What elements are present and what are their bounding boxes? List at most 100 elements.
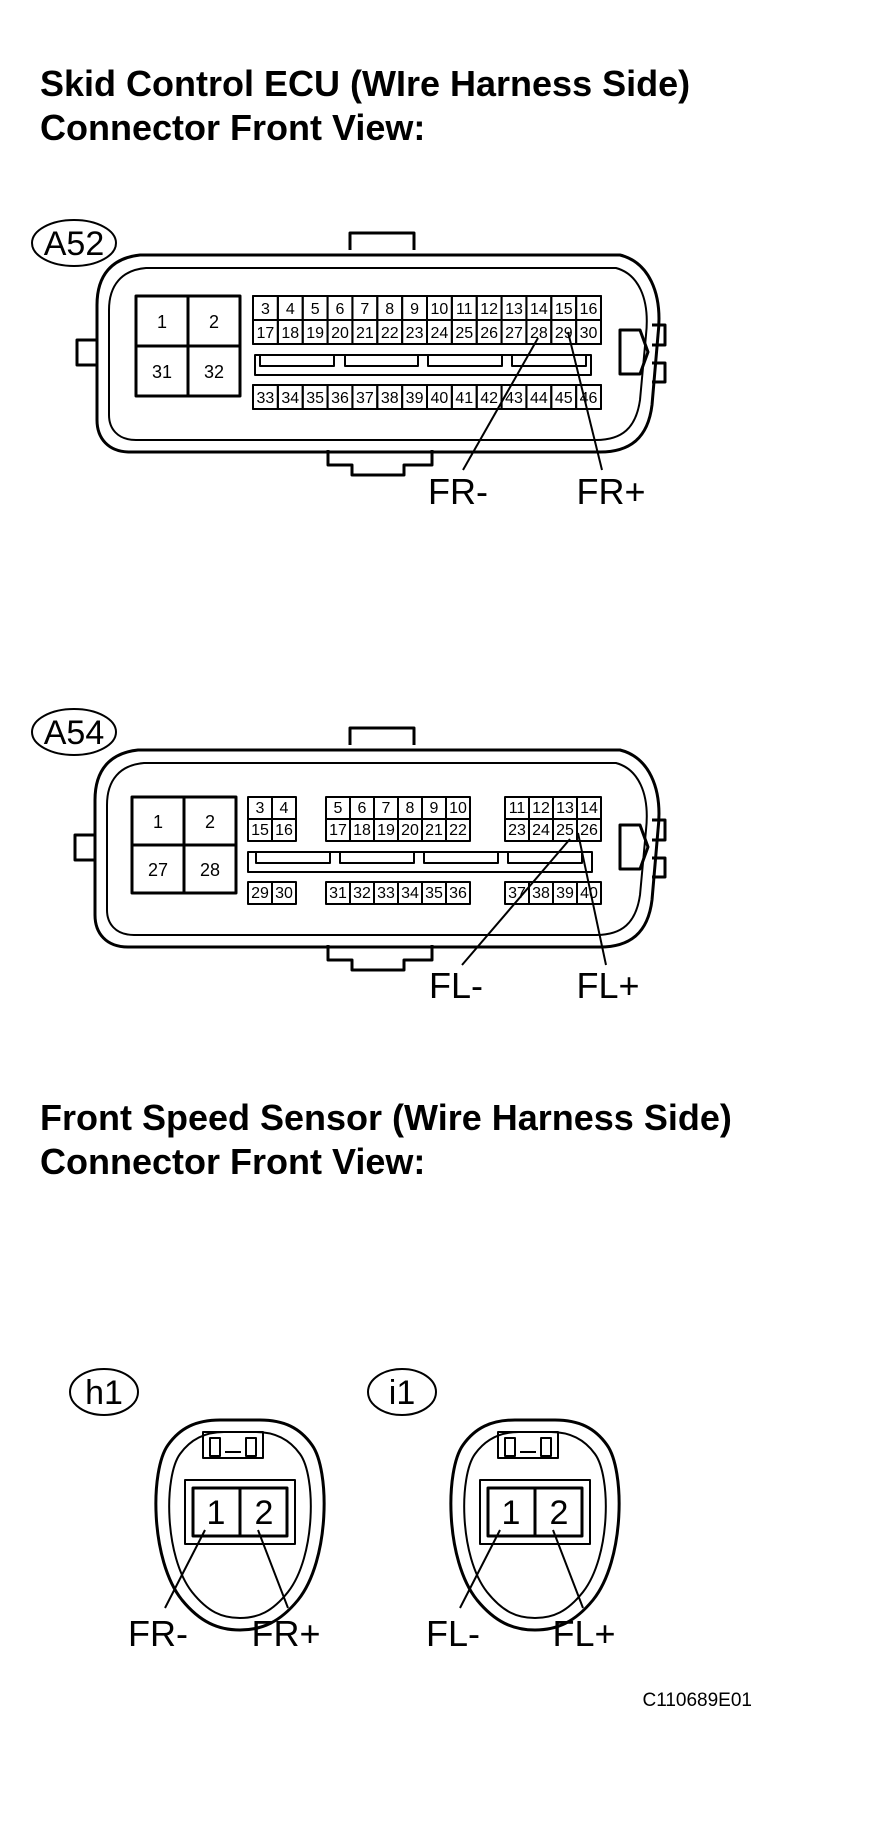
connector-i1 — [449, 1418, 621, 1632]
a52-pin-12: 12 — [480, 301, 498, 318]
a52-pin-33: 33 — [257, 390, 275, 407]
a52-pin-31: 31 — [152, 362, 172, 382]
a52-pin-14: 14 — [530, 301, 548, 318]
a54-pin-31: 31 — [329, 885, 347, 902]
a54-pin-13: 13 — [556, 800, 574, 817]
a52-pin-16: 16 — [580, 301, 598, 318]
ecu-heading-line1: Skid Control ECU (WIre Harness Side) — [40, 63, 691, 104]
a52-pin-39: 39 — [406, 390, 424, 407]
a54-pin-30: 30 — [275, 885, 293, 902]
a54-pin-17: 17 — [329, 822, 347, 839]
a52-pin-46: 46 — [580, 390, 598, 407]
a52-pin-8: 8 — [385, 301, 394, 318]
a54-pin-1: 1 — [153, 812, 163, 832]
a54-pin-18: 18 — [353, 822, 371, 839]
sensor-heading: Front Speed Sensor (Wire Harness Side) C… — [40, 1096, 732, 1184]
a52-pin-3: 3 — [261, 301, 270, 318]
a54-pin-4: 4 — [280, 800, 289, 817]
h1-tag-ellipse — [69, 1368, 139, 1416]
a52-pin-32: 32 — [204, 362, 224, 382]
h1-callout-fr-minus: FR- — [128, 1613, 188, 1654]
a54-pin-7: 7 — [382, 800, 391, 817]
a54-pin-9: 9 — [430, 800, 439, 817]
a54-pin-22: 22 — [449, 822, 467, 839]
ecu-heading: Skid Control ECU (WIre Harness Side) Con… — [40, 62, 690, 150]
i1-callout-fl-plus: FL+ — [552, 1613, 615, 1654]
a54-pin-25: 25 — [556, 822, 574, 839]
a54-pin-5: 5 — [334, 800, 343, 817]
a52-pin-42: 42 — [480, 390, 498, 407]
i1-callout-fl-minus: FL- — [426, 1613, 480, 1654]
a54-pin-15: 15 — [251, 822, 269, 839]
a52-pin-44: 44 — [530, 390, 548, 407]
a54-cell-22 — [445, 818, 471, 842]
a52-pin-6: 6 — [336, 301, 345, 318]
a52-cell-30 — [575, 319, 602, 345]
connector-h1 — [154, 1418, 326, 1632]
a54-pin-23: 23 — [508, 822, 526, 839]
a52-pin-19: 19 — [306, 325, 324, 342]
a52-pin-22: 22 — [381, 325, 399, 342]
a54-cell-36 — [445, 881, 471, 905]
a54-pin-33: 33 — [377, 885, 395, 902]
a52-pin-24: 24 — [431, 325, 449, 342]
connector-a52 — [75, 231, 667, 477]
a54-tag: A54 — [44, 714, 105, 752]
a52-pin-7: 7 — [360, 301, 369, 318]
a54-pin-12: 12 — [532, 800, 550, 817]
a52-pin-30: 30 — [580, 325, 598, 342]
a52-pin-4: 4 — [286, 301, 295, 318]
a52-pin-37: 37 — [356, 390, 374, 407]
a52-pin-25: 25 — [455, 325, 473, 342]
a52-tag-ellipse — [31, 219, 117, 267]
connector-a54 — [73, 726, 667, 972]
a54-pin-8: 8 — [406, 800, 415, 817]
a54-pin-20: 20 — [401, 822, 419, 839]
sensor-heading-line2: Connector Front View: — [40, 1141, 426, 1182]
a52-pin-21: 21 — [356, 325, 374, 342]
a54-pin-40: 40 — [580, 885, 598, 902]
a54-pin-14: 14 — [580, 800, 598, 817]
h1-pin-1: 1 — [207, 1494, 226, 1532]
a54-pin-36: 36 — [449, 885, 467, 902]
h1-tag: h1 — [85, 1374, 123, 1412]
a54-pin-19: 19 — [377, 822, 395, 839]
ecu-heading-line2: Connector Front View: — [40, 107, 426, 148]
figure-code: C110689E01 — [642, 1690, 752, 1711]
a52-pin-29: 29 — [555, 325, 573, 342]
i1-pin-2: 2 — [550, 1494, 569, 1532]
a52-pin-13: 13 — [505, 301, 523, 318]
a54-pin-21: 21 — [425, 822, 443, 839]
a52-pin-18: 18 — [281, 325, 299, 342]
a52-pin-11: 11 — [456, 301, 473, 318]
a54-pin-26: 26 — [580, 822, 598, 839]
a54-pin-11: 11 — [509, 800, 526, 817]
a52-pin-15: 15 — [555, 301, 573, 318]
h1-callout-fr-plus: FR+ — [251, 1613, 320, 1654]
a54-callout-fl-plus: FL+ — [576, 965, 639, 1006]
a54-pin-16: 16 — [275, 822, 293, 839]
a52-pin-20: 20 — [331, 325, 349, 342]
i1-tag-ellipse — [367, 1368, 437, 1416]
a52-pin-17: 17 — [257, 325, 275, 342]
a52-pin-5: 5 — [311, 301, 320, 318]
a54-pin-37: 37 — [508, 885, 526, 902]
a52-pin-26: 26 — [480, 325, 498, 342]
a54-pin-28: 28 — [200, 860, 220, 880]
a52-callout-fr-minus: FR- — [428, 471, 488, 512]
a52-pin-27: 27 — [505, 325, 523, 342]
a54-pin-38: 38 — [532, 885, 550, 902]
a52-pin-38: 38 — [381, 390, 399, 407]
a54-pin-2: 2 — [205, 812, 215, 832]
a52-tag: A52 — [44, 225, 105, 263]
sensor-heading-line1: Front Speed Sensor (Wire Harness Side) — [40, 1097, 732, 1138]
a54-pin-35: 35 — [425, 885, 443, 902]
a54-pin-34: 34 — [401, 885, 419, 902]
i1-tag: i1 — [389, 1374, 415, 1412]
a54-tag-ellipse — [31, 708, 117, 756]
i1-pin-1: 1 — [502, 1494, 521, 1532]
h1-pin-2: 2 — [255, 1494, 274, 1532]
a54-pin-29: 29 — [251, 885, 269, 902]
